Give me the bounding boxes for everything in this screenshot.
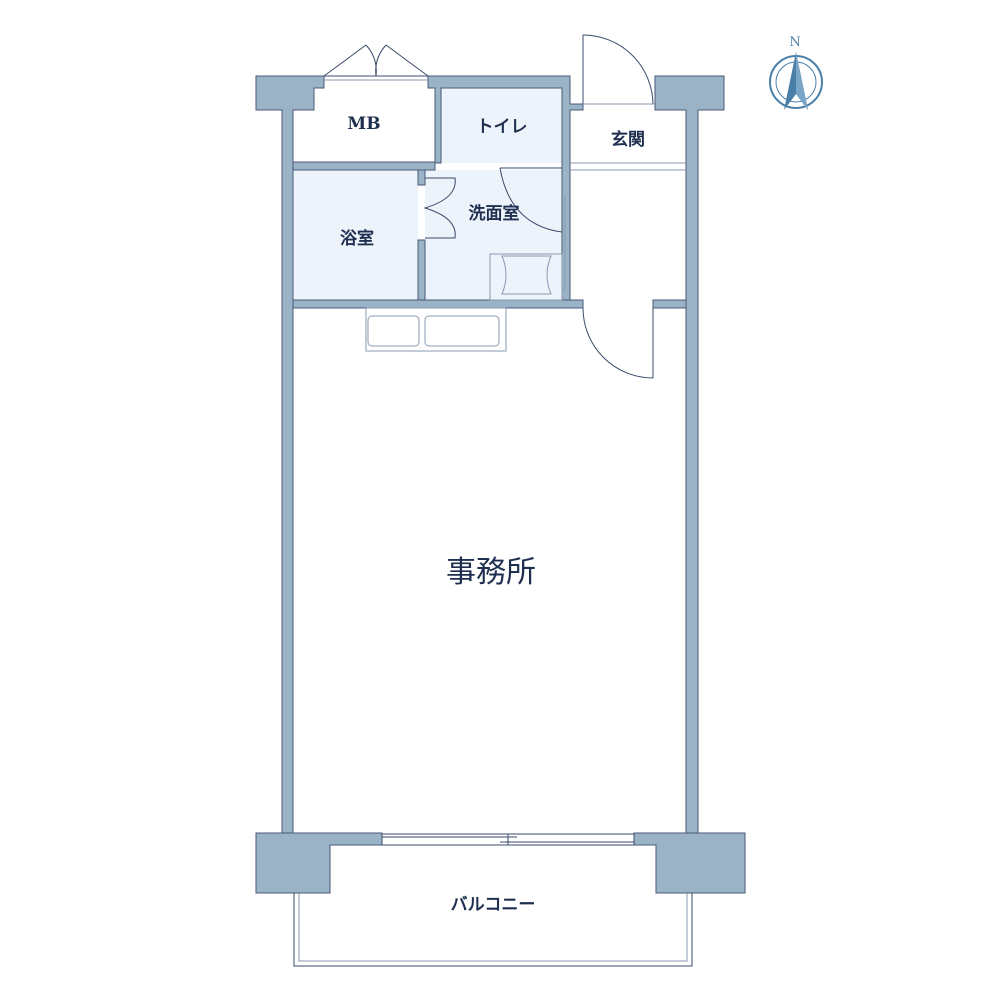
toilet-door (499, 167, 563, 233)
office-door (582, 307, 654, 379)
toilet-room (441, 88, 562, 163)
room-label-toilet: トイレ (477, 117, 528, 137)
mb-double-door (323, 44, 429, 81)
room-label-mb: MB (347, 114, 380, 134)
room-label-bath: 浴室 (340, 228, 374, 249)
compass-icon: N (769, 35, 823, 110)
washbasin (489, 195, 566, 301)
walls (255, 75, 746, 894)
balcony-railing (293, 893, 693, 967)
compass-north-label: N (789, 35, 800, 50)
washroom-room (425, 170, 562, 300)
entrance-door (570, 34, 686, 171)
bath-room (293, 170, 418, 300)
kitchen-counter (365, 307, 507, 352)
room-label-entrance: 玄関 (611, 129, 645, 150)
balcony-window (381, 833, 635, 846)
room-label-balcony: バルコニー (451, 895, 536, 915)
room-label-office: 事務所 (446, 555, 536, 590)
room-label-washroom: 洗面室 (469, 203, 520, 224)
bath-folding-door (423, 177, 456, 239)
